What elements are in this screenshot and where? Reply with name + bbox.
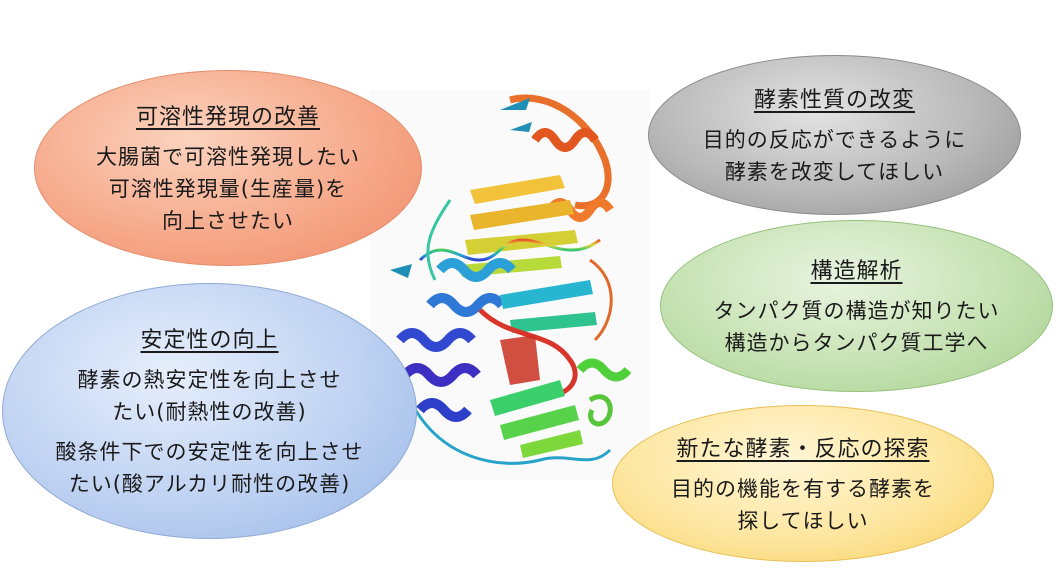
enzyme-search-line: 目的の機能を有する酵素を bbox=[671, 476, 935, 501]
soluble-expression-line: 大腸菌で可溶性発現したい bbox=[96, 145, 360, 169]
stability-line: 酵素の熱安定性を向上させ bbox=[77, 368, 342, 392]
structure-analysis-title: 構造解析 bbox=[810, 259, 903, 284]
structure-analysis-line: タンパク質の構造が知りたい bbox=[713, 299, 1000, 323]
enzyme-search-title: 新たな酵素・反応の探索 bbox=[676, 436, 930, 462]
soluble-expression-bubble: 可溶性発現の改善 大腸菌で可溶性発現したい 可溶性発現量(生産量)を 向上させた… bbox=[34, 70, 422, 266]
stability-line: 酸条件下での安定性を向上させ bbox=[55, 440, 364, 464]
enzyme-search-bubble: 新たな酵素・反応の探索 目的の機能を有する酵素を 探してほしい bbox=[612, 405, 994, 562]
structure-analysis-bubble: 構造解析 タンパク質の構造が知りたい 構造からタンパク質工学へ bbox=[660, 220, 1053, 392]
structure-analysis-line: 構造からタンパク質工学へ bbox=[724, 331, 989, 355]
enzyme-modification-line: 酵素を改変してほしい bbox=[724, 160, 945, 184]
stability-bubble: 安定性の向上 酵素の熱安定性を向上させ たい(耐熱性の改善) 酸条件下での安定性… bbox=[2, 283, 417, 539]
soluble-expression-line: 可溶性発現量(生産量)を bbox=[108, 177, 348, 201]
enzyme-search-line: 探してほしい bbox=[737, 508, 869, 533]
stability-line: たい(酸アルカリ耐性の改善) bbox=[68, 472, 351, 496]
stability-line: たい(耐熱性の改善) bbox=[112, 400, 307, 424]
enzyme-modification-bubble: 酵素性質の改変 目的の反応ができるように 酵素を改変してほしい bbox=[648, 55, 1021, 215]
enzyme-modification-title: 酵素性質の改変 bbox=[753, 88, 915, 113]
enzyme-modification-line: 目的の反応ができるように bbox=[702, 128, 967, 152]
stability-title: 安定性の向上 bbox=[140, 328, 279, 353]
soluble-expression-title: 可溶性発現の改善 bbox=[135, 105, 320, 130]
soluble-expression-line: 向上させたい bbox=[162, 209, 294, 233]
